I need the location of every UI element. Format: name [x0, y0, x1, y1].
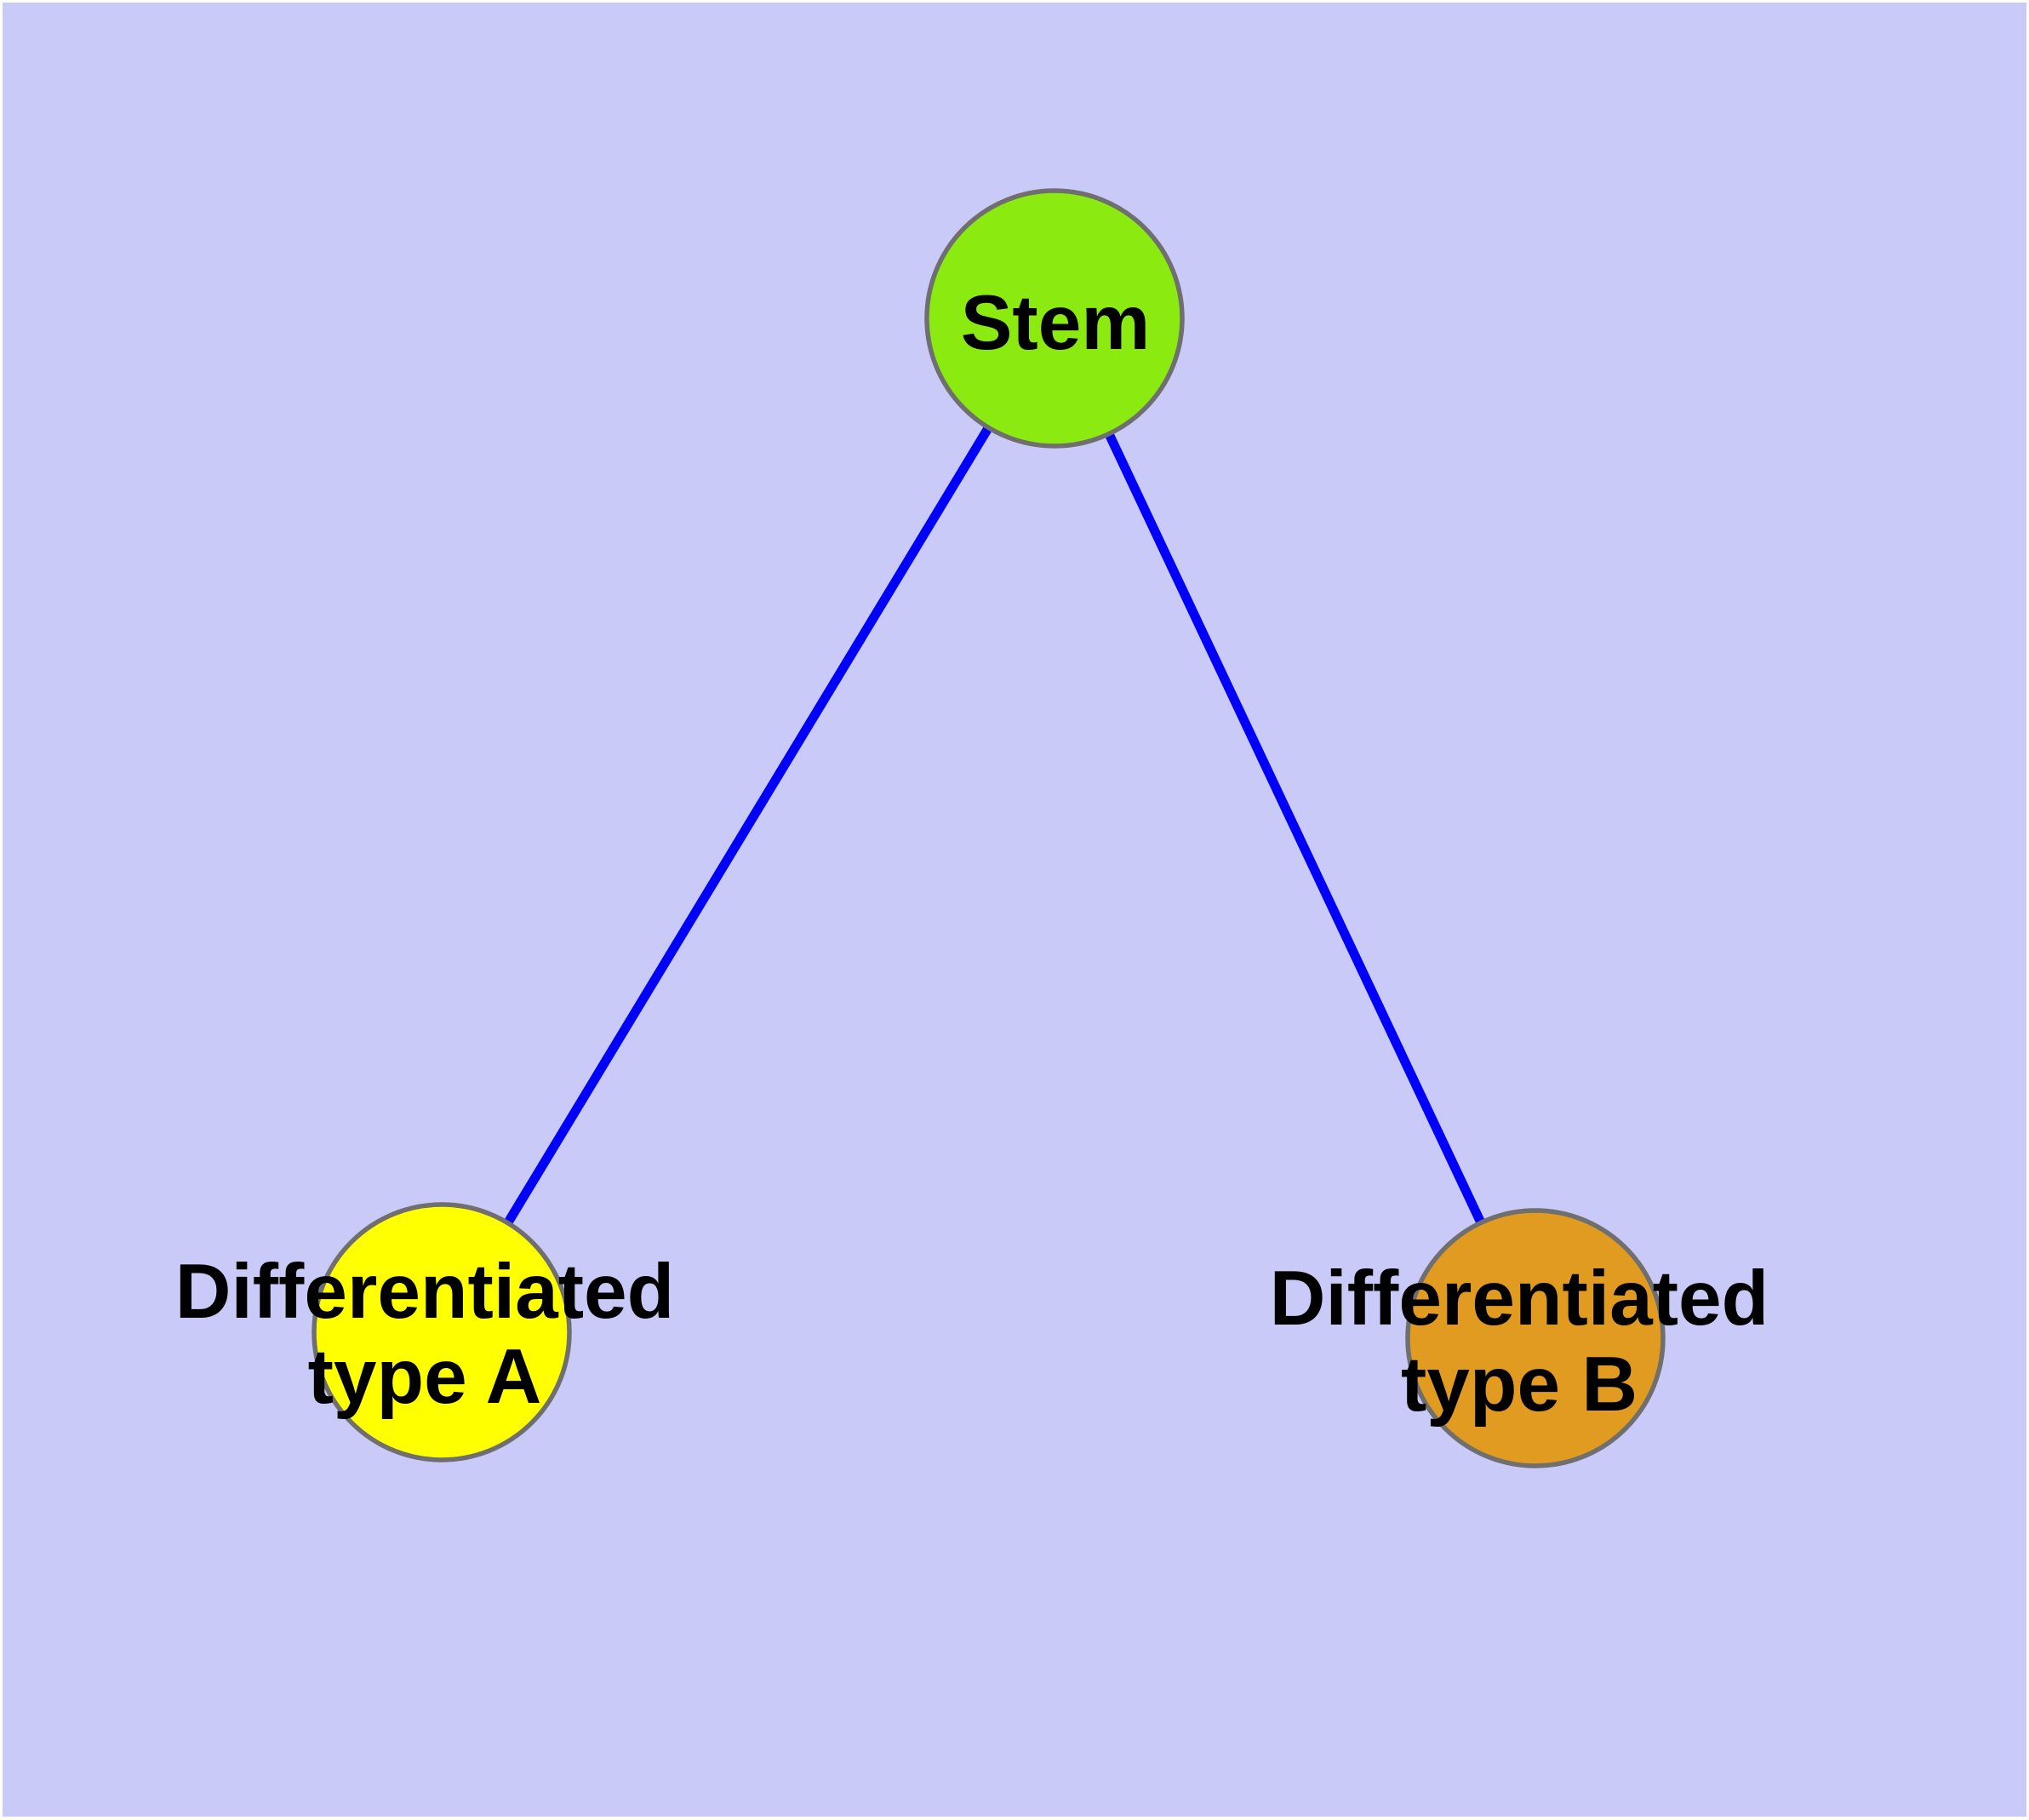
node-type-b-label-line2: type B	[1401, 1342, 1637, 1428]
node-differentiated-type-b: Differentiated type B	[1270, 1208, 1769, 1468]
node-stem-label: Stem	[961, 280, 1151, 366]
node-stem: Stem	[924, 188, 1185, 449]
node-type-b-circle	[1405, 1208, 1666, 1468]
node-type-b-label-line1: Differentiated	[1270, 1256, 1769, 1342]
node-stem-circle	[924, 188, 1185, 449]
edge-stem-to-type-b	[1050, 316, 1540, 1341]
node-differentiated-type-a: Differentiated type A	[175, 1202, 675, 1462]
node-type-a-circle	[311, 1202, 572, 1462]
node-type-a-label-line1: Differentiated	[175, 1249, 675, 1335]
node-type-a-label-line2: type A	[308, 1334, 542, 1420]
edge-stem-to-type-a	[437, 316, 1059, 1335]
